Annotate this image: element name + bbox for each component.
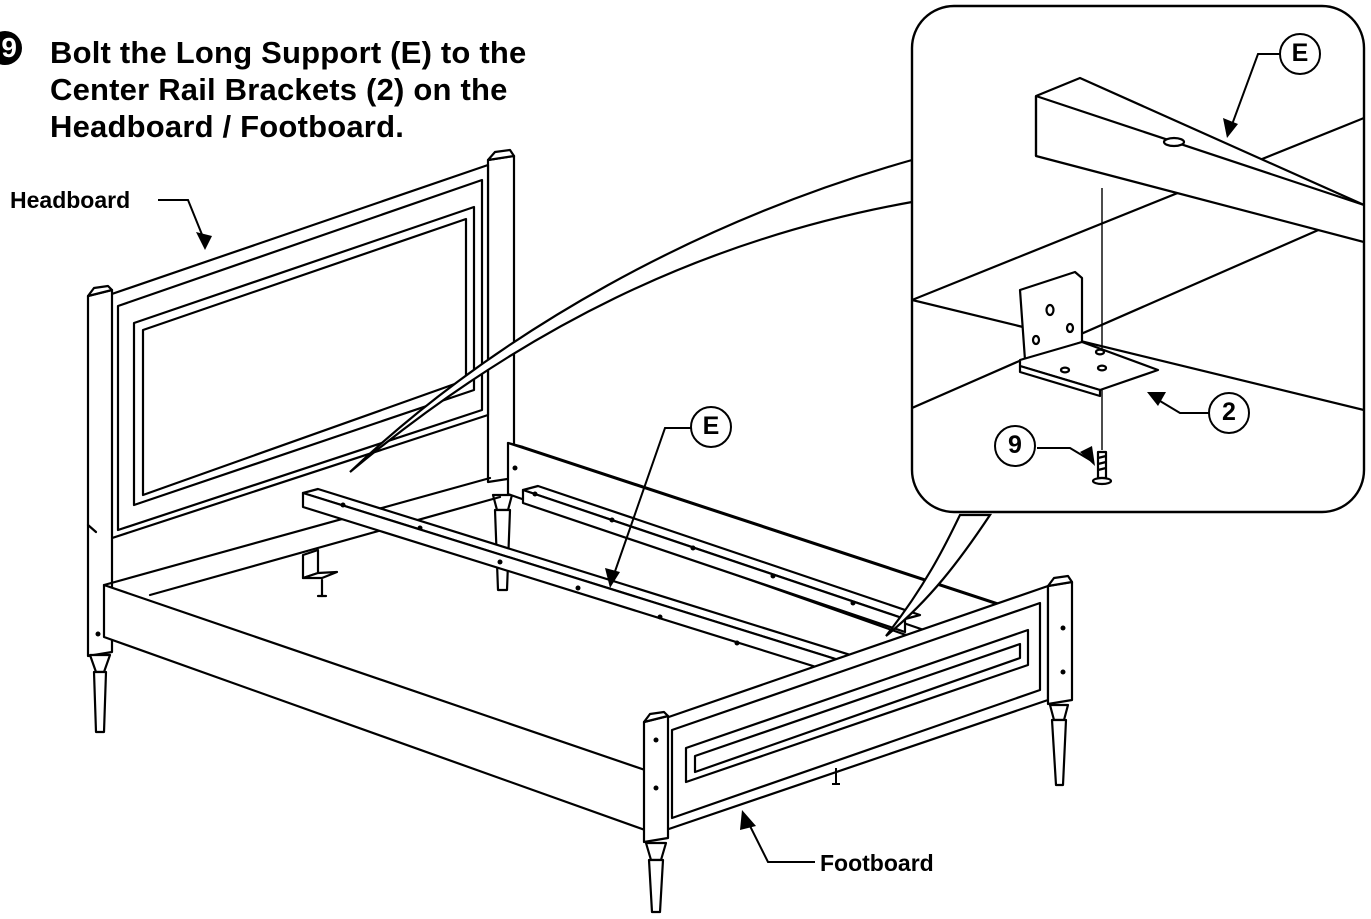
headboard-bracket-drawing — [301, 548, 339, 598]
callout-detail-bolt-9: 9 — [994, 425, 1036, 467]
headboard-label: Headboard — [10, 187, 131, 213]
instruction-line-2: Center Rail Brackets (2) on the — [50, 72, 508, 107]
step-instruction: Bolt the Long Support (E) to the Center … — [50, 34, 526, 145]
callout-detail-bracket-2: 2 — [1208, 392, 1250, 434]
support-holes — [95, 465, 1066, 791]
callout-long-support-e: E — [690, 406, 732, 448]
step-number-badge: 9 — [0, 31, 22, 65]
footboard-label: Footboard — [820, 850, 934, 876]
instruction-line-1: Bolt the Long Support (E) to the — [50, 35, 527, 70]
footboard-drawing — [642, 574, 1074, 914]
callout-detail-long-support-e: E — [1279, 33, 1321, 75]
instruction-line-3: Headboard / Footboard. — [50, 109, 405, 144]
headboard-drawing — [86, 148, 516, 734]
leader-lines — [158, 53, 1282, 863]
footboard-bolt — [832, 768, 840, 785]
long-support-drawing — [301, 484, 922, 692]
leader-arrowheads — [196, 118, 1238, 830]
detail-box — [910, 4, 1366, 514]
